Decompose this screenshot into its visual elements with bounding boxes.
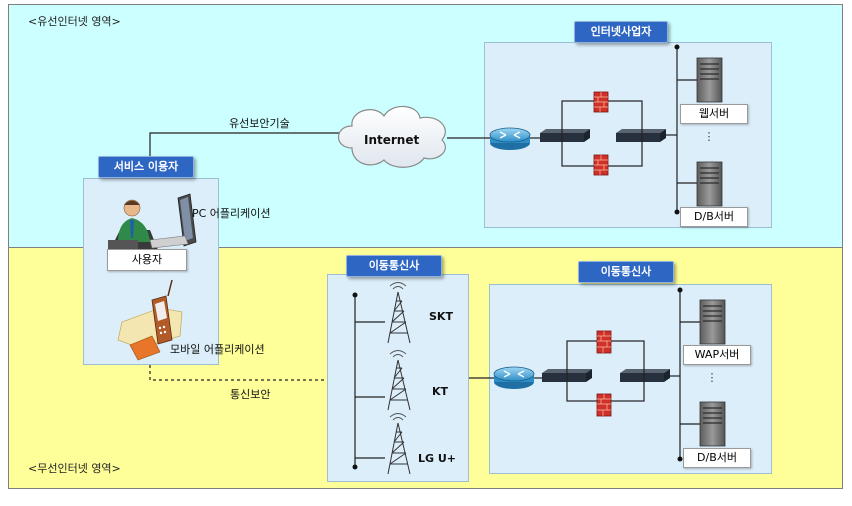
svg-text:⋮: ⋮: [704, 130, 715, 143]
web-server-label: 웹서버: [680, 104, 748, 124]
firewall-icon: [596, 330, 612, 354]
mobile-phone-icon: [117, 279, 183, 361]
cell-tower-icon: [387, 350, 411, 411]
wired-security-label: 유선보안기술: [229, 117, 290, 130]
cell-tower-icon: [387, 413, 411, 475]
mobile-core-network: ⋮: [493, 287, 726, 462]
switch-icon: [540, 129, 590, 142]
internet-cloud-icon: [337, 105, 446, 168]
isp-network: ⋮: [489, 44, 723, 215]
cell-tower-icon: [387, 282, 411, 344]
service-user-header: 서비스 이용자: [98, 156, 194, 178]
switch-icon: [620, 369, 670, 382]
wireless-zone-label: <무선인터넷 영역>: [28, 462, 121, 475]
isp-header: 인터넷사업자: [574, 21, 668, 43]
router-icon: [489, 127, 531, 150]
mobile-app-label: 모바일 어플리케이션: [170, 343, 265, 356]
operator-kt: KT: [432, 385, 449, 398]
operator-lgu: LG U+: [418, 452, 457, 465]
isp-db-server-label: D/B서버: [680, 207, 748, 227]
firewall-icon: [593, 154, 609, 176]
pc-user-icon: [108, 193, 197, 250]
firewall-icon: [596, 393, 612, 417]
wireless-security-label: 통신보안: [230, 388, 271, 401]
mobile-core-header: 이동통신사: [578, 261, 674, 283]
firewall-icon: [593, 91, 609, 113]
mobile-db-server-label: D/B서버: [683, 448, 751, 468]
router-icon: [493, 366, 535, 389]
internet-label: Internet: [364, 133, 420, 147]
web-server-icon: [696, 57, 723, 103]
wap-server-label: WAP서버: [683, 345, 751, 365]
db-server-icon: [699, 401, 726, 447]
wap-server-icon: [699, 299, 726, 345]
db-server-icon: [696, 161, 723, 207]
svg-text:⋮: ⋮: [707, 371, 718, 384]
carrier-header: 이동통신사: [346, 255, 442, 277]
user-label: 사용자: [107, 249, 187, 271]
pc-app-label: PC 어플리케이션: [192, 207, 271, 220]
wireless-link-line: [149, 365, 494, 381]
switch-icon: [616, 129, 666, 142]
operator-skt: SKT: [429, 310, 453, 323]
carrier-network: [352, 282, 411, 475]
wired-zone-label: <유선인터넷 영역>: [28, 15, 121, 28]
